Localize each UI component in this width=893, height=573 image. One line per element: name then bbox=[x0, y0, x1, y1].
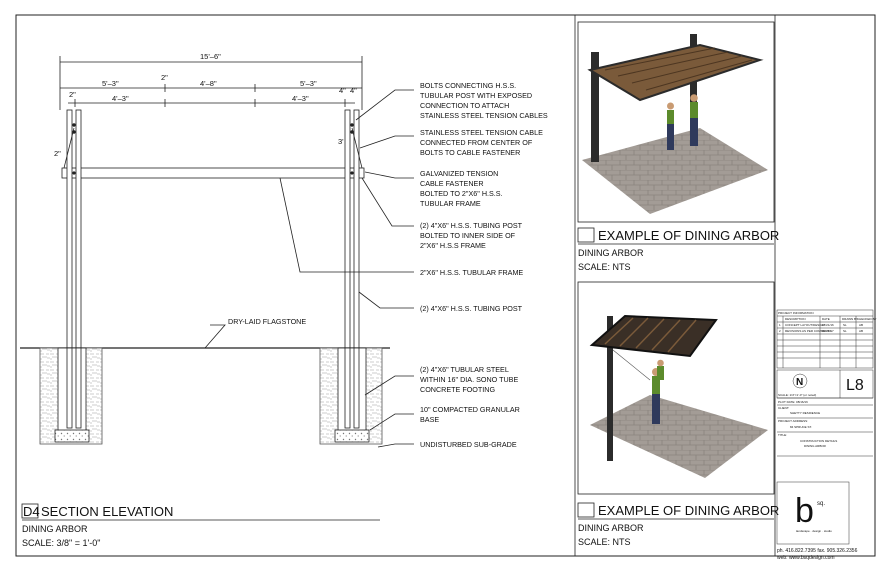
row2-drawn: SL bbox=[843, 329, 847, 333]
row1-date: 07/21/16 bbox=[822, 323, 834, 327]
sheet-border bbox=[15, 14, 876, 557]
section-tag-box bbox=[21, 503, 39, 519]
row1-desc: CONCEPT LAYOUT/DESIGN bbox=[785, 323, 825, 327]
col-desc: DESCRIPTION bbox=[785, 317, 806, 321]
dim-seg-left: 5'–3" bbox=[102, 79, 119, 88]
example-bottom-scale: SCALE: NTS bbox=[578, 537, 631, 547]
firm-logo-b: b bbox=[795, 492, 814, 530]
example-top-title: EXAMPLE OF DINING ARBOR bbox=[598, 228, 779, 243]
note-bolts: BOLTS CONNECTING H.S.S.TUBULAR POST WITH… bbox=[420, 81, 548, 120]
example-top-scale: SCALE: NTS bbox=[578, 262, 631, 272]
firm-phone: ph. 416.822.7395 fax. 905.326.2356 bbox=[777, 548, 858, 554]
section-scale: SCALE: 3/8" = 1'-0" bbox=[22, 538, 100, 548]
section-tag: D4 bbox=[23, 504, 40, 519]
example-bottom-render bbox=[577, 281, 775, 495]
col-date: DATE bbox=[822, 317, 830, 321]
row2-date: 07/21/17 bbox=[822, 329, 834, 333]
row1-checked: AB bbox=[859, 323, 863, 327]
example-top-box bbox=[577, 227, 595, 243]
callout-notes: BOLTS CONNECTING H.S.S.TUBULAR POST WITH… bbox=[420, 81, 548, 449]
row2-num: 2 bbox=[779, 329, 781, 333]
example-bottom-name: DINING ARBOR bbox=[578, 523, 644, 533]
scale-text: SCALE: 1/4"=1'-0" (or noted) bbox=[778, 393, 816, 397]
example-top-name: DINING ARBOR bbox=[578, 248, 644, 258]
north-arrow-icon: N bbox=[796, 377, 803, 388]
flagstone-label: DRY-LAID FLAGSTONE bbox=[228, 317, 306, 326]
project-address-label: PROJECT ADDRESS: bbox=[778, 419, 808, 423]
firm-logo-sq: sq. bbox=[817, 501, 825, 507]
title-label: TITLE: bbox=[778, 433, 787, 437]
dim-right-small-b: 4" bbox=[350, 86, 357, 95]
drawing-title-1: CONSTRUCTION DETAILS bbox=[800, 439, 837, 443]
dim-overall: 15'–6" bbox=[200, 52, 221, 61]
dim-left-small: 2" bbox=[69, 90, 76, 99]
col-drawn: DRAWN BY bbox=[842, 317, 858, 321]
dim-left-side: 2" bbox=[54, 149, 61, 158]
dim-right-small-a: 4" bbox=[339, 86, 346, 95]
project-address: 84 SPRUCE ST. bbox=[790, 425, 812, 429]
section-name: DINING ARBOR bbox=[22, 524, 88, 534]
dim-right-inner: 4'–3" bbox=[292, 94, 309, 103]
sheet-number: L8 bbox=[846, 377, 864, 394]
dim-right-vert: 3' bbox=[338, 137, 344, 146]
example-bottom-title: EXAMPLE OF DINING ARBOR bbox=[598, 503, 779, 518]
dim-seg-mid-top: 2" bbox=[161, 73, 168, 82]
note-frame: 2"X6" H.S.S. TUBULAR FRAME bbox=[420, 268, 523, 277]
dim-seg-mid: 4'–8" bbox=[200, 79, 217, 88]
firm-web: web: www.bsqdesign.com bbox=[777, 555, 835, 561]
note-post: (2) 4"X6" H.S.S. TUBING POST bbox=[420, 304, 523, 313]
row1-num: 1 bbox=[779, 323, 781, 327]
example-bottom-box bbox=[577, 502, 595, 518]
note-subgrade: UNDISTURBED SUB-GRADE bbox=[420, 440, 517, 449]
title-block bbox=[776, 309, 874, 545]
dim-seg-right: 5'–3" bbox=[300, 79, 317, 88]
section-elevation-drawing bbox=[20, 56, 414, 448]
row2-desc: REVISIONS AS PER COMMENTS bbox=[785, 329, 831, 333]
dim-left-inner: 4'–3" bbox=[112, 94, 129, 103]
example-top-render bbox=[577, 21, 775, 223]
plot-date: PLOT DATE: 08/16/16 bbox=[778, 400, 808, 404]
col-checked: CHECKED BY bbox=[857, 317, 877, 321]
row1-drawn: SL bbox=[843, 323, 847, 327]
drawing-title-2: DINING ARBOR bbox=[804, 444, 827, 448]
client-name: SHETTY RESIDENCE bbox=[790, 411, 820, 415]
project-info-label: PROJECT INFORMATION bbox=[778, 311, 814, 315]
client-label: CLIENT: bbox=[778, 406, 789, 410]
row2-checked: AB bbox=[859, 329, 863, 333]
section-title: SECTION ELEVATION bbox=[41, 504, 173, 519]
firm-tagline: landscape · design · studio bbox=[796, 529, 832, 533]
